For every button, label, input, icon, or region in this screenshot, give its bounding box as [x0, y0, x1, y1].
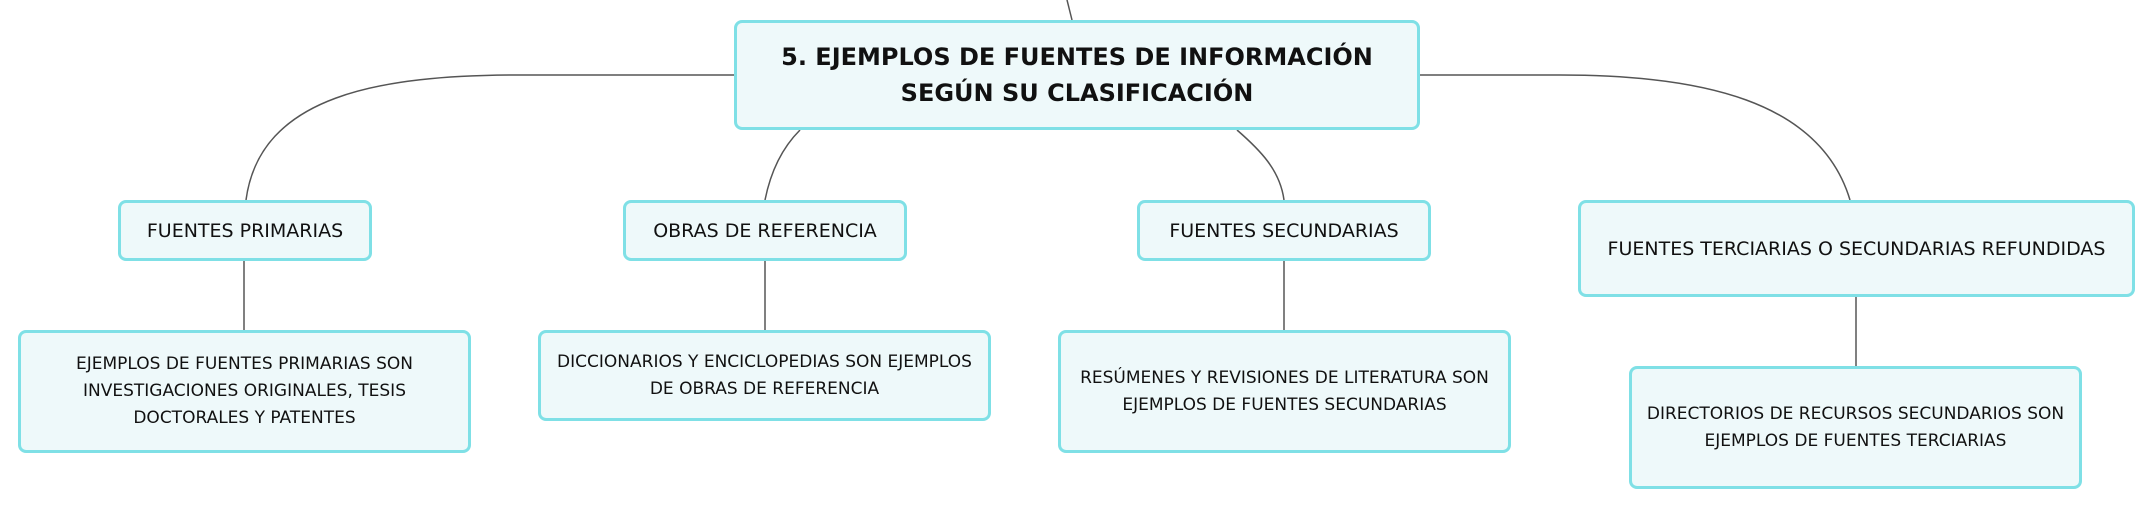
category-node-fuentes-terciarias[interactable]: FUENTES TERCIARIAS O SECUNDARIAS REFUNDI… [1578, 200, 2135, 297]
category-label: FUENTES TERCIARIAS O SECUNDARIAS REFUNDI… [1607, 237, 2106, 260]
category-label: OBRAS DE REFERENCIA [653, 219, 877, 242]
category-node-fuentes-secundarias[interactable]: FUENTES SECUNDARIAS [1137, 200, 1431, 261]
example-node-obras-de-referencia[interactable]: DICCIONARIOS Y ENCICLOPEDIAS SON EJEMPLO… [538, 330, 991, 421]
example-text: DIRECTORIOS DE RECURSOS SECUNDARIOS SON … [1646, 403, 2065, 451]
example-node-fuentes-terciarias[interactable]: DIRECTORIOS DE RECURSOS SECUNDARIOS SON … [1629, 366, 2082, 489]
root-topic-label: 5. EJEMPLOS DE FUENTES DE INFORMACIÓN SE… [781, 43, 1373, 107]
example-text: RESÚMENES Y REVISIONES DE LITERATURA SON… [1080, 367, 1489, 415]
category-label: FUENTES PRIMARIAS [146, 219, 344, 242]
example-node-fuentes-secundarias[interactable]: RESÚMENES Y REVISIONES DE LITERATURA SON… [1058, 330, 1511, 453]
connector-parent-to-root [1066, 0, 1073, 21]
category-label: FUENTES SECUNDARIAS [1169, 219, 1399, 242]
connector-root-to-fuentes-secundarias [1236, 129, 1285, 201]
connector-root-to-fuentes-terciarias [1420, 74, 1851, 201]
example-node-fuentes-primarias[interactable]: EJEMPLOS DE FUENTES PRIMARIAS SON INVEST… [18, 330, 471, 453]
category-node-obras-de-referencia[interactable]: OBRAS DE REFERENCIA [623, 200, 907, 261]
root-topic-node[interactable]: 5. EJEMPLOS DE FUENTES DE INFORMACIÓN SE… [734, 20, 1420, 130]
example-text: EJEMPLOS DE FUENTES PRIMARIAS SON INVEST… [75, 354, 413, 428]
example-text: DICCIONARIOS Y ENCICLOPEDIAS SON EJEMPLO… [557, 351, 972, 399]
category-node-fuentes-primarias[interactable]: FUENTES PRIMARIAS [118, 200, 372, 261]
connector-root-to-fuentes-primarias [245, 74, 734, 201]
connector-root-to-obras-de-referencia [764, 129, 801, 201]
